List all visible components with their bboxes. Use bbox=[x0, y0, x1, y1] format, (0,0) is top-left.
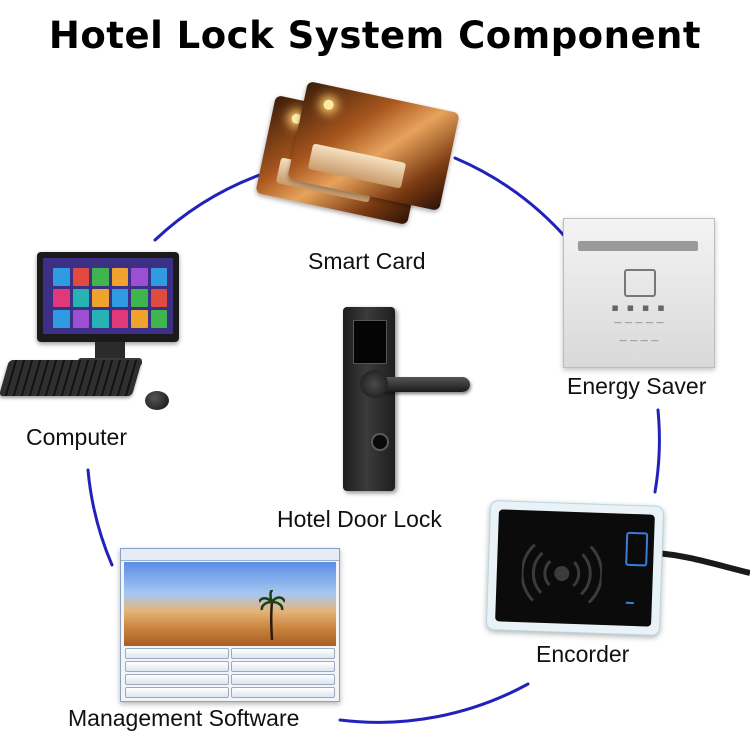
label-management-software: Management Software bbox=[68, 705, 300, 731]
ring-arc-encoder-software bbox=[338, 682, 530, 724]
card-reader bbox=[353, 320, 387, 364]
encoder-cable bbox=[655, 550, 750, 576]
monitor-screen bbox=[43, 258, 173, 334]
ring-arc-card-saver bbox=[453, 156, 570, 242]
keyhole-icon bbox=[371, 433, 389, 451]
software-splash bbox=[124, 562, 336, 646]
label-smart-card: Smart Card bbox=[308, 248, 426, 274]
energy-saver-image: ▪ ▪ ▪ ▪ — — — — — — — — — bbox=[563, 218, 715, 368]
monitor bbox=[37, 252, 179, 342]
ring-arc-software-computer bbox=[86, 468, 114, 567]
status-led bbox=[625, 601, 634, 605]
ring-arc-computer-card bbox=[153, 170, 270, 242]
software-button-grid bbox=[125, 648, 335, 698]
mouse bbox=[145, 391, 169, 410]
card-slot-icon bbox=[624, 269, 656, 297]
rfid-waves-icon bbox=[520, 543, 604, 604]
label-hotel-door-lock: Hotel Door Lock bbox=[277, 506, 442, 532]
usb-icon bbox=[625, 531, 649, 567]
encoder-image bbox=[485, 500, 665, 636]
ring-arc-saver-encoder bbox=[653, 408, 661, 494]
diagram-title: Hotel Lock System Component bbox=[48, 14, 702, 57]
palm-tree-icon bbox=[259, 590, 285, 640]
management-software-image bbox=[120, 548, 340, 702]
label-encorder: Encorder bbox=[536, 641, 630, 667]
keyboard bbox=[0, 360, 143, 396]
label-energy-saver: Energy Saver bbox=[567, 373, 707, 399]
label-computer: Computer bbox=[26, 424, 127, 450]
lock-handle bbox=[366, 377, 470, 392]
